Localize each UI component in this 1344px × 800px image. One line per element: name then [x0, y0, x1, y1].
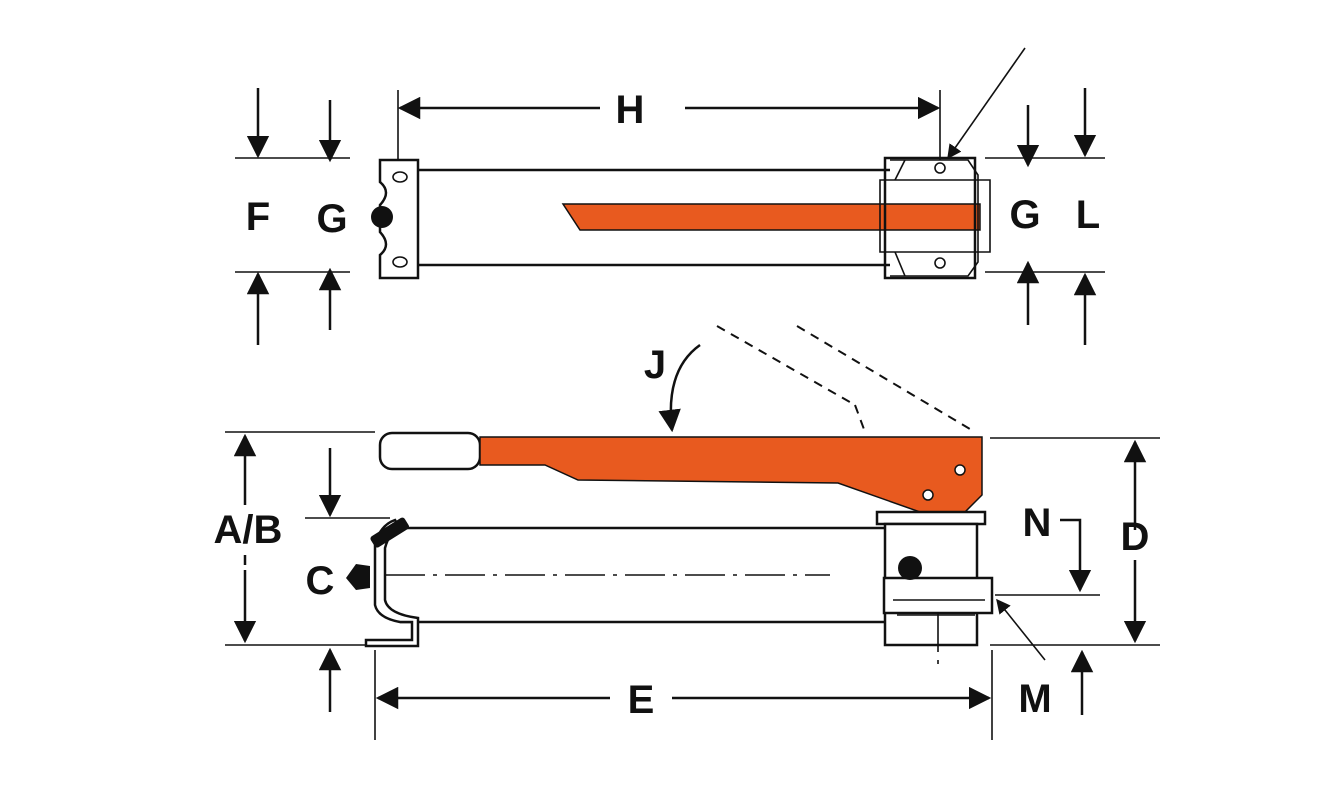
handle-grip [378, 431, 482, 471]
label-J: J [644, 343, 666, 387]
raised-handle-outline [716, 325, 856, 406]
raised-handle-outline [796, 325, 976, 433]
oil-port-icon [346, 564, 370, 590]
label-L: L [1076, 193, 1100, 237]
left-end-cap [371, 158, 420, 280]
handle-side-view [479, 436, 983, 513]
label-H: H [616, 88, 645, 132]
top-view: H F G G L [235, 47, 1105, 345]
left-end-cap-side [346, 517, 420, 648]
side-view: J A/B C [205, 325, 1160, 740]
dim-N-arrow [1060, 518, 1092, 593]
label-G-left: G [316, 197, 347, 241]
label-M: M [1018, 677, 1051, 721]
fill-cap-icon [370, 517, 410, 548]
right-head-block [879, 156, 991, 280]
head-block [875, 510, 994, 670]
label-N: N [1023, 501, 1052, 545]
handle-top-view [561, 203, 981, 231]
label-D: D [1121, 515, 1150, 559]
dim-J-arrow [658, 343, 701, 433]
label-AB: A/B [214, 508, 283, 552]
label-G-right: G [1009, 193, 1040, 237]
pivot-pin-icon [954, 464, 966, 476]
label-F: F [246, 195, 270, 239]
raised-handle-outline [854, 404, 866, 433]
port-hole-icon [934, 162, 946, 174]
port-hole-icon [934, 257, 946, 269]
pivot-pin-icon [922, 489, 934, 501]
label-C: C [306, 559, 335, 603]
port-leader-arrow [947, 47, 1026, 160]
label-E: E [628, 678, 655, 722]
port-M-leader-arrow [996, 598, 1046, 661]
release-valve-knob-icon [898, 556, 922, 580]
release-knob-icon [371, 206, 393, 228]
